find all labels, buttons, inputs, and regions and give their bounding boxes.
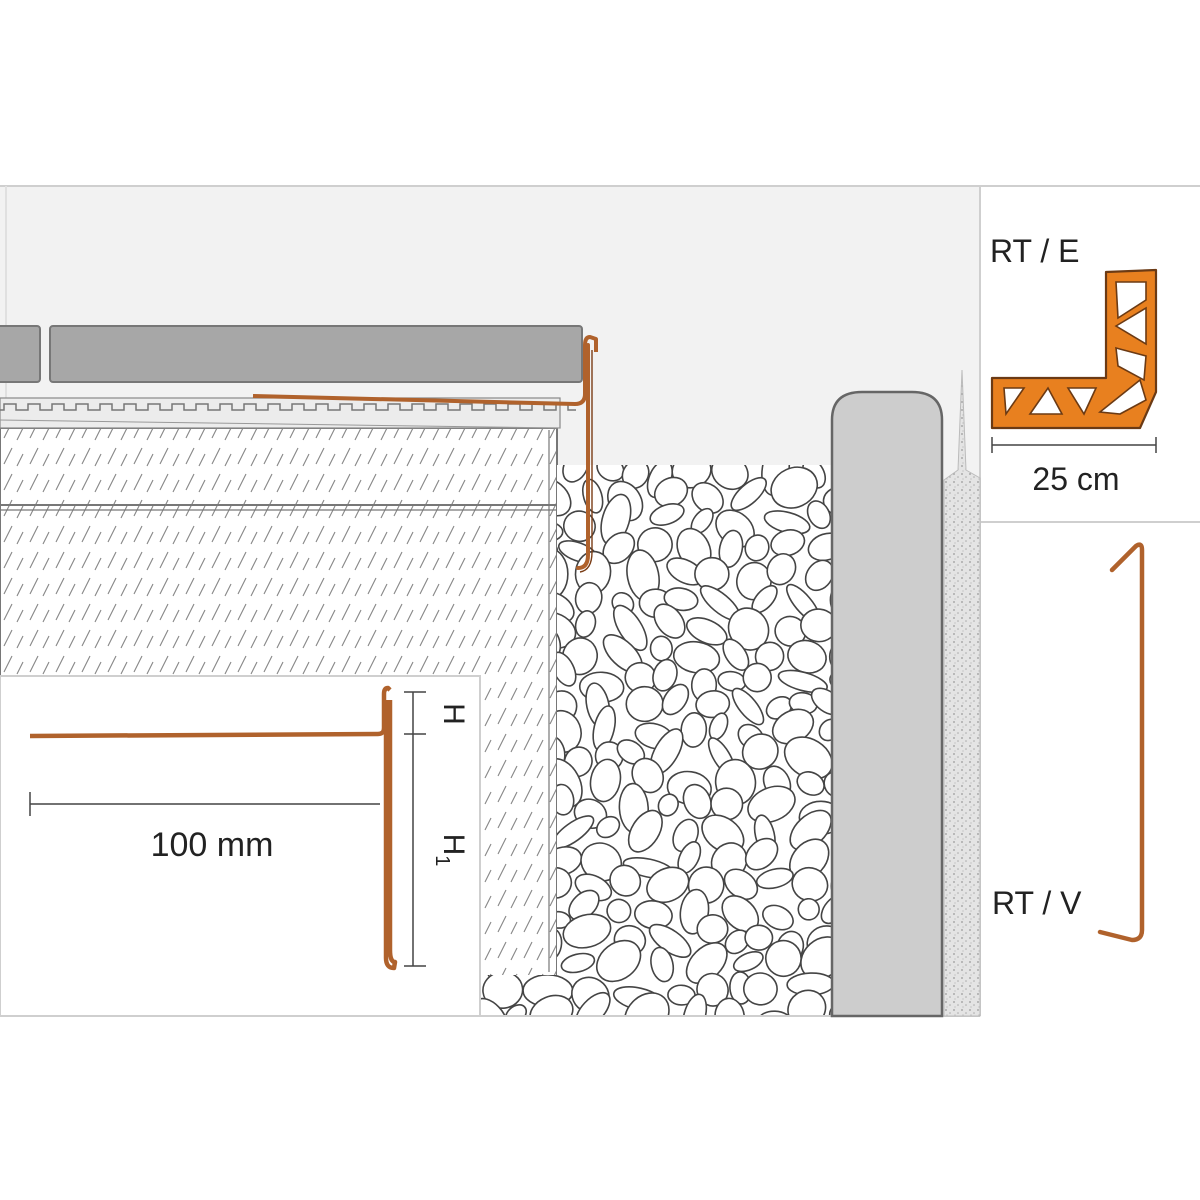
pebble xyxy=(742,662,772,693)
pebble xyxy=(714,997,746,1015)
pebble xyxy=(804,559,835,592)
pebble xyxy=(625,685,664,723)
pebble xyxy=(829,583,835,617)
pebble xyxy=(623,992,670,1015)
pebble xyxy=(661,683,690,716)
pebble xyxy=(829,670,835,692)
pebble xyxy=(823,771,835,798)
pebble xyxy=(589,758,622,803)
pebble xyxy=(646,866,690,904)
pebble xyxy=(595,939,642,983)
pebble xyxy=(755,867,794,890)
pebble xyxy=(806,500,832,530)
installed-edge-profile xyxy=(252,335,598,573)
pebble xyxy=(818,718,835,742)
pebble xyxy=(480,997,508,1015)
tile-profile-rt-e-icon xyxy=(990,268,1158,430)
pebble xyxy=(657,793,679,817)
pebble xyxy=(710,465,749,491)
pebble xyxy=(562,913,612,949)
pebble xyxy=(672,640,721,674)
pebble xyxy=(732,951,764,973)
height-h1-label: H1 xyxy=(431,834,470,867)
pebble xyxy=(731,687,765,726)
pebble xyxy=(770,529,806,557)
pebble xyxy=(796,771,825,796)
uncoupling-membrane xyxy=(0,397,576,429)
pebble xyxy=(774,615,807,647)
pebble xyxy=(758,1010,792,1015)
pebble xyxy=(694,556,730,592)
pebble xyxy=(504,1004,528,1015)
pebble xyxy=(609,864,642,897)
pebble xyxy=(575,991,611,1015)
pebble xyxy=(730,476,767,512)
pebble xyxy=(787,989,827,1015)
pebble xyxy=(649,503,685,526)
pebble xyxy=(691,481,724,514)
pebble xyxy=(807,532,835,562)
pebble xyxy=(742,972,778,1006)
rt-e-width-label: 25 cm xyxy=(1032,461,1119,497)
pebble xyxy=(797,897,820,921)
pebble xyxy=(560,952,596,974)
pebble xyxy=(828,1003,835,1015)
rt-e-width-dimension xyxy=(991,437,1157,453)
pebble xyxy=(650,946,675,983)
profile-cross-section xyxy=(29,685,398,971)
tile-profile-rt-v-icon xyxy=(1097,542,1145,943)
pebble xyxy=(631,757,665,794)
pebble xyxy=(574,610,597,638)
rt-v-label: RT / V xyxy=(992,885,1082,921)
pebble xyxy=(744,837,779,871)
pebble xyxy=(652,658,678,692)
pebble xyxy=(606,898,632,924)
pebble xyxy=(649,635,673,662)
pebble xyxy=(680,711,708,748)
pebble xyxy=(682,783,712,820)
pebble xyxy=(766,553,797,586)
floor-tiles xyxy=(0,325,583,383)
pebble xyxy=(764,939,802,978)
kerb-stone xyxy=(830,390,944,1018)
pebble xyxy=(663,587,699,612)
pebble xyxy=(723,868,759,901)
pebble xyxy=(682,993,708,1015)
pebble xyxy=(529,994,574,1015)
pebble xyxy=(627,809,663,853)
pebble xyxy=(747,785,796,824)
pebble xyxy=(777,669,828,694)
wall-plaster xyxy=(943,369,981,1017)
pebble xyxy=(744,924,774,951)
length-label: 100 mm xyxy=(151,826,274,864)
rt-e-label: RT / E xyxy=(990,233,1080,269)
pebble xyxy=(770,466,819,509)
pebble xyxy=(744,534,770,562)
dimension-100mm: 100 mm xyxy=(29,792,380,864)
pebble xyxy=(800,608,835,643)
pebble xyxy=(762,904,794,931)
pebble xyxy=(612,604,648,652)
pebble xyxy=(595,815,621,839)
pebble xyxy=(562,465,590,483)
pebble xyxy=(653,603,686,639)
pebble xyxy=(783,736,834,780)
dimension-heights: H H1 xyxy=(404,691,470,967)
height-h-label: H xyxy=(437,703,470,725)
